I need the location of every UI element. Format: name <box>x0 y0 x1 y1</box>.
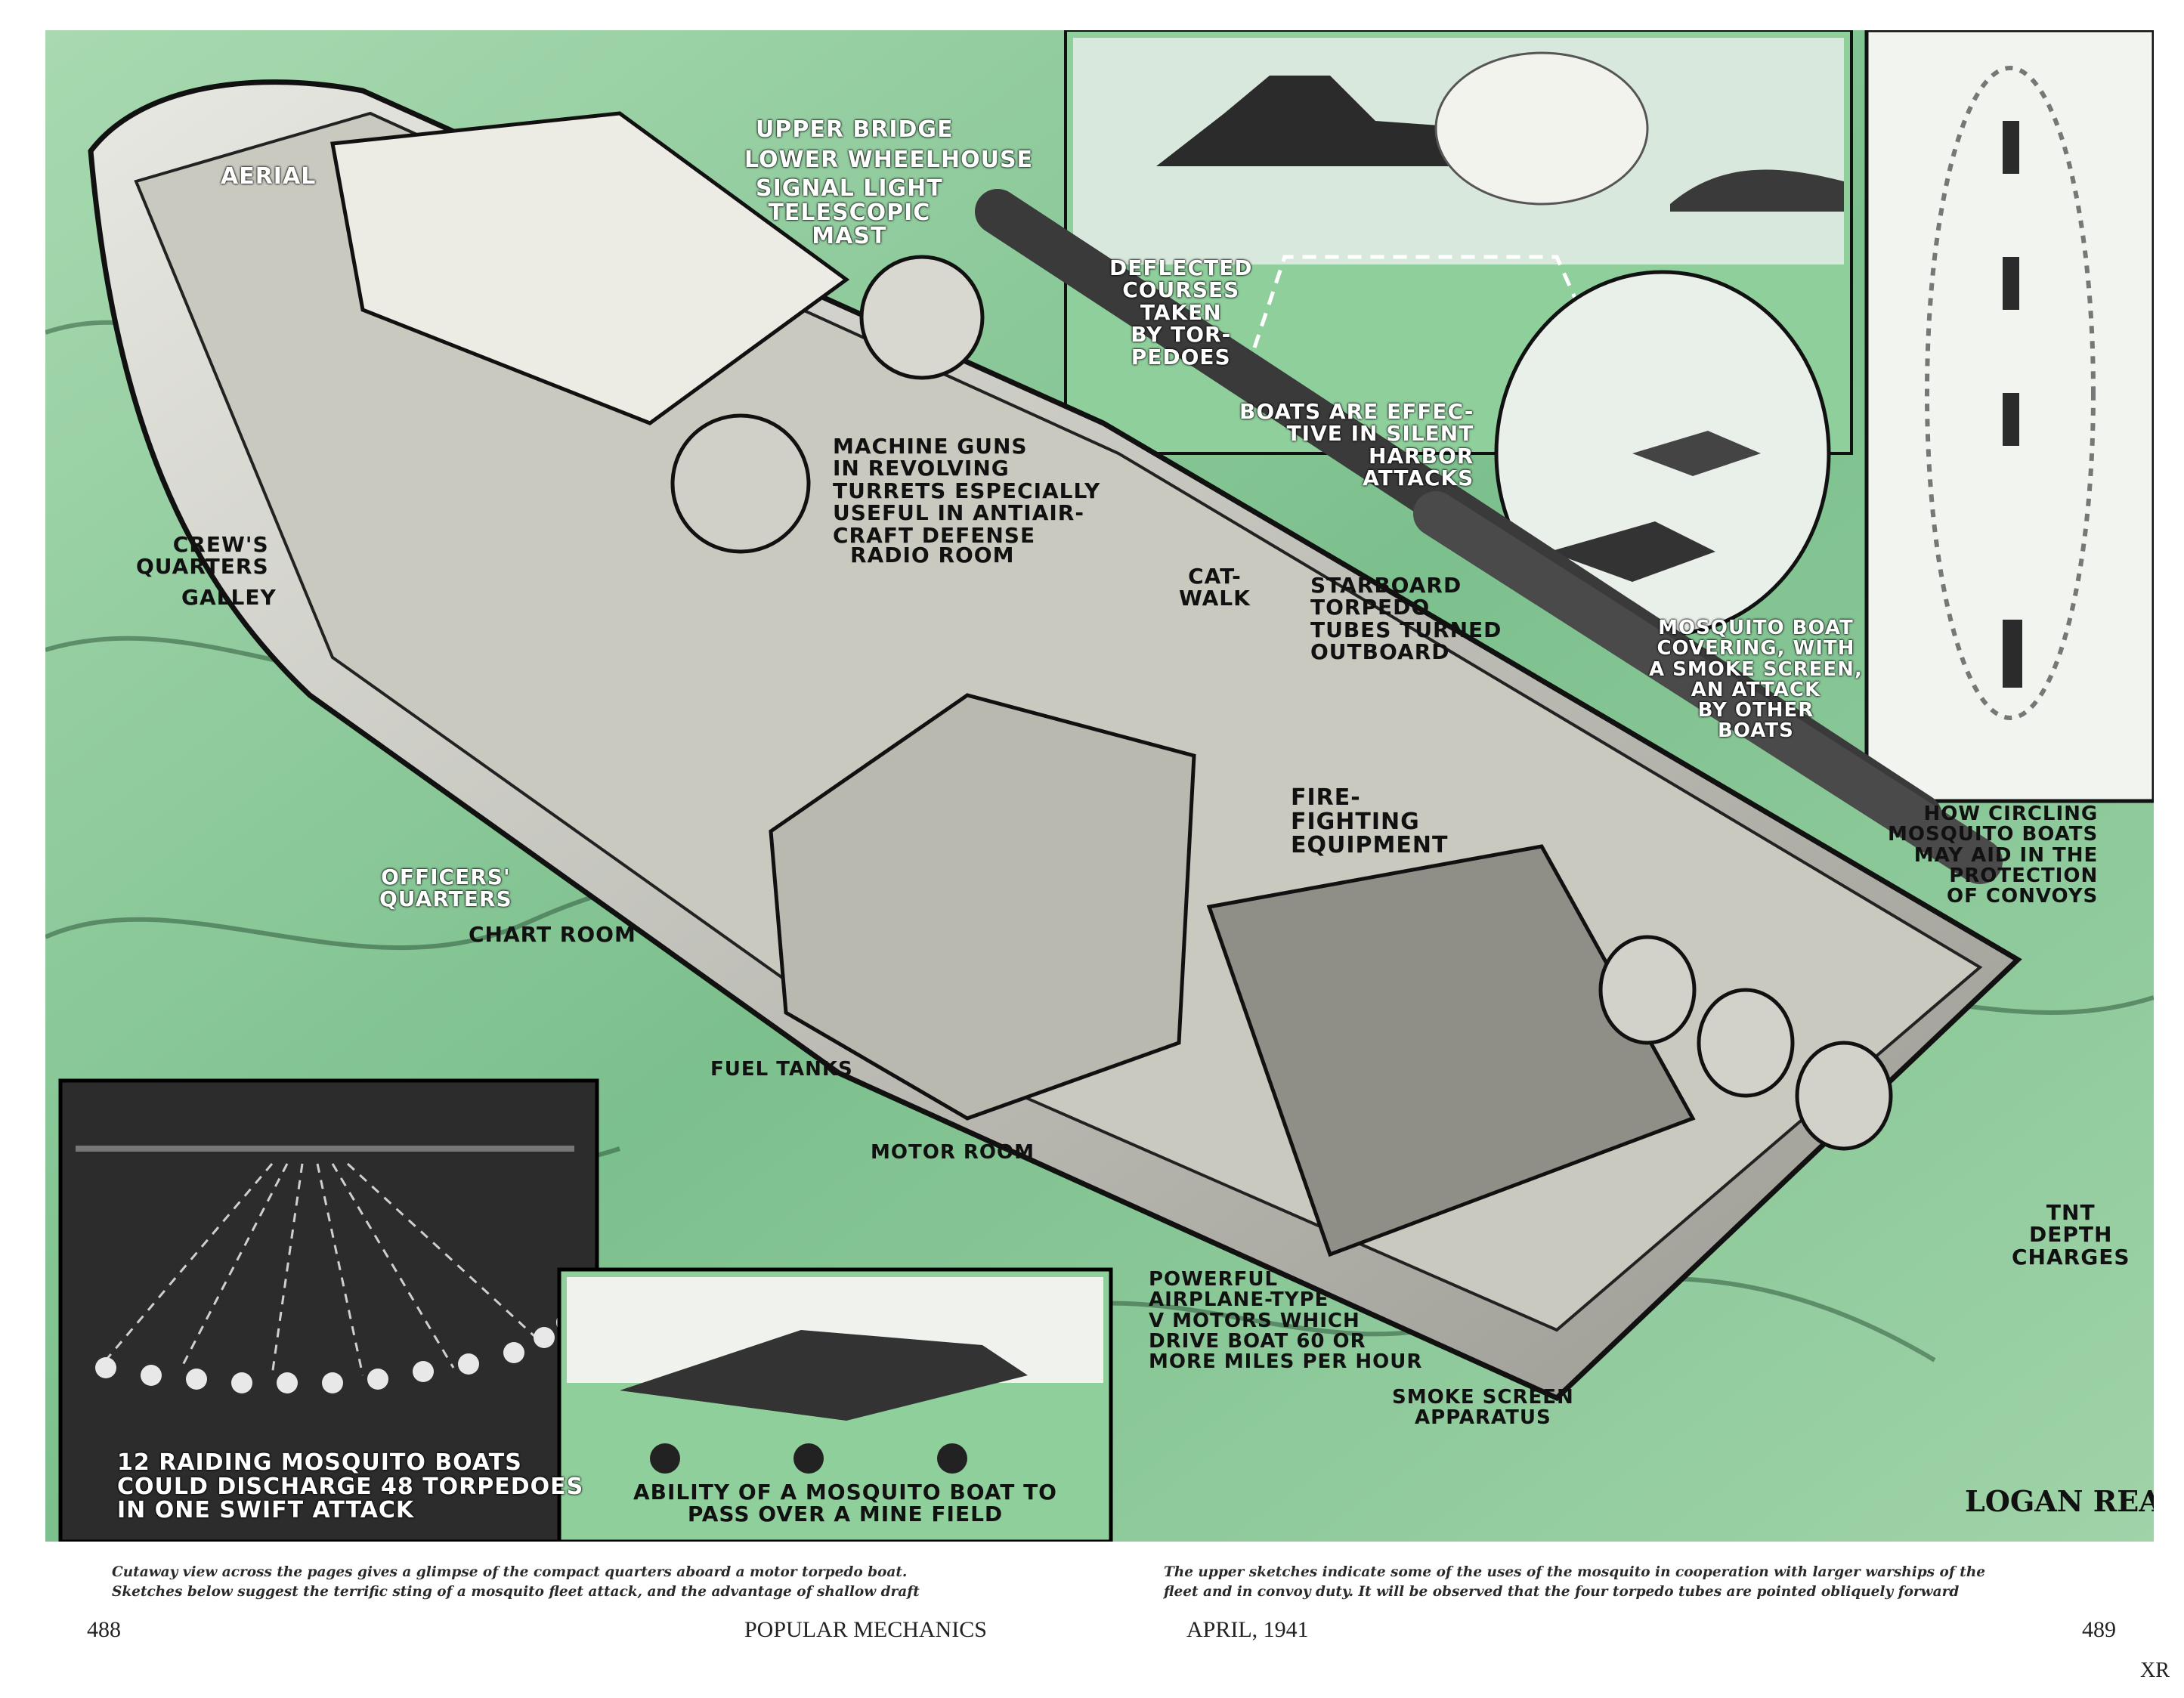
mine-field-boat <box>620 1330 1028 1421</box>
inset-boat-1 <box>1549 521 1715 582</box>
label-raiding-boats: 12 RAIDING MOSQUITO BOATS COULD DISCHARG… <box>117 1449 584 1523</box>
label-mine-field: ABILITY OF A MOSQUITO BOAT TO PASS OVER … <box>633 1480 1057 1527</box>
label-chart-room: CHART ROOM <box>469 922 636 947</box>
label-crews-quarters: CREW'S QUARTERS <box>136 532 269 580</box>
island-silhouette <box>1670 169 1844 212</box>
label-powerful-motors: POWERFUL AIRPLANE-TYPE V MOTORS WHICH DR… <box>1149 1268 1423 1374</box>
torpedo-tube-2 <box>1413 491 2003 884</box>
magazine-name: POPULAR MECHANICS <box>744 1617 987 1642</box>
gun-turret-aft <box>670 413 811 554</box>
label-deflected-courses: DEFLECTED COURSES TAKEN BY TOR- PEDOES <box>1109 255 1253 370</box>
label-cat-walk: CAT- WALK <box>1179 564 1251 611</box>
label-starboard-tubes: STARBOARD TORPEDO TUBES TURNED OUTBOARD <box>1310 573 1502 665</box>
label-signal-light: SIGNAL LIGHT TELESCOPIC MAST <box>756 175 943 249</box>
raid-torpedo-lines <box>104 1162 546 1376</box>
label-motor-room: MOTOR ROOM <box>871 1141 1035 1164</box>
label-boats-effective: BOATS ARE EFFEC- TIVE IN SILENT HARBOR A… <box>1239 399 1474 491</box>
convoy-circle-path <box>1925 66 2096 720</box>
convoy-ships <box>2003 121 2022 688</box>
cutaway-illustration: LOGAN REA <box>45 30 2154 1542</box>
inset-boat-2 <box>1632 431 1761 476</box>
issue-date: APRIL, 1941 <box>1186 1617 1309 1642</box>
wheelhouse <box>330 111 850 425</box>
artist-signature: LOGAN REA <box>1965 1484 2154 1518</box>
label-upper-bridge: UPPER BRIDGE <box>756 116 954 143</box>
label-lower-wheelhouse: LOWER WHEELHOUSE <box>744 147 1034 173</box>
label-smoke-screen: SMOKE SCREEN APPARATUS <box>1392 1386 1574 1430</box>
caption-left: Cutaway view across the pages gives a gl… <box>112 1564 920 1600</box>
corner-mark: XR <box>2140 1659 2170 1682</box>
caption-right: The upper sketches indicate some of the … <box>1164 1564 1986 1600</box>
page-number-left: 488 <box>87 1617 121 1642</box>
mines <box>650 1443 967 1474</box>
fuel-tank-block <box>769 693 1196 1121</box>
label-tnt-depth-charges: TNT DEPTH CHARGES <box>2012 1200 2130 1270</box>
label-radio-room: RADIO ROOM <box>850 543 1015 568</box>
page-number-right: 489 <box>2082 1617 2116 1642</box>
gun-turret-forward <box>859 255 985 380</box>
label-aerial: AERIAL <box>221 163 317 190</box>
label-galley: GALLEY <box>181 585 277 610</box>
explosion-cloud <box>1434 51 1649 206</box>
label-officers-quarters: OFFICERS' QUARTERS <box>379 864 512 912</box>
label-fire-fighting: FIRE- FIGHTING EQUIPMENT <box>1291 784 1449 858</box>
depth-charges <box>1598 935 1893 1151</box>
v-motors <box>1206 844 1696 1257</box>
label-fuel-tanks: FUEL TANKS <box>710 1058 853 1081</box>
label-mosquito-covering: MOSQUITO BOAT COVERING, WITH A SMOKE SCR… <box>1649 617 1863 743</box>
label-machine-guns: MACHINE GUNS IN REVOLVING TURRETS ESPECI… <box>833 434 1101 548</box>
label-circling-boats: HOW CIRCLING MOSQUITO BOATS MAY AID IN T… <box>1888 803 2099 908</box>
battleship-silhouette <box>1156 76 1527 166</box>
